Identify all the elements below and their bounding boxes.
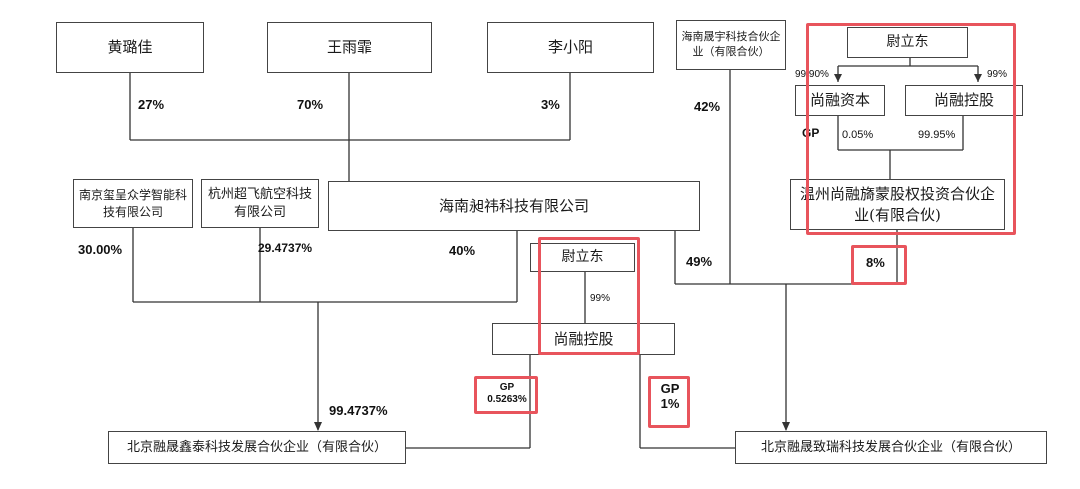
pct-hangzhou: 29.4737% [258, 241, 313, 255]
pct-huang: 27% [138, 97, 165, 112]
pct-holding-wenzhou: 99.95% [918, 129, 956, 141]
pct-capital-wenzhou: 0.05% [842, 129, 874, 141]
entity-hainan-yiwei: 海南昶祎科技有限公司 [328, 181, 700, 231]
entity-nanjing: 南京玺呈众学智能科技有限公司 [73, 179, 193, 228]
entity-wenzhou-fund: 温州尚融旖蒙股权投资合伙企业(有限合伙) [790, 179, 1005, 230]
entity-wei-lidong-mid: 尉立东 [530, 243, 635, 272]
entity-shangrong-holding-mid: 尚融控股 [492, 323, 675, 355]
highlight-top-right-cluster [806, 23, 1016, 235]
pct-wenzhou-zhirui: 8% [866, 255, 885, 270]
pct-chensheng: 42% [694, 99, 721, 114]
entity-shangrong-holding-top: 尚融控股 [905, 85, 1023, 116]
entity-beijing-zhirui: 北京融晟致瑞科技发展合伙企业（有限合伙） [735, 431, 1047, 464]
entity-wei-lidong-top: 尉立东 [847, 27, 968, 58]
gp-xintai-gp: GP [499, 382, 515, 393]
entity-hangzhou: 杭州超飞航空科技有限公司 [201, 179, 319, 228]
pct-yiwei-zhirui: 49% [686, 254, 713, 269]
gp-xintai-value: 0.5263% [487, 393, 527, 405]
pct-wei-mid-holding: 99% [590, 293, 611, 304]
highlight-gp-xintai [474, 376, 538, 414]
pct-xintai-total: 99.4737% [329, 403, 388, 418]
gp-xintai-label: GP 0.5263% [478, 382, 536, 405]
highlight-gp-zhirui [648, 376, 690, 428]
entity-li-xiaoyang: 李小阳 [487, 22, 654, 73]
gp-zhirui-label: GP 1% [653, 381, 687, 412]
gp-zhirui-gp: GP [660, 381, 680, 396]
entity-hainan-chensheng: 海南晟宇科技合伙企业（有限合伙） [676, 20, 786, 70]
pct-li: 3% [541, 97, 560, 112]
entity-huang-lujia: 黄璐佳 [56, 22, 204, 73]
pct-nanjing: 30.00% [78, 242, 123, 257]
pct-yiwei-xintai: 40% [449, 243, 476, 258]
entity-shangrong-capital: 尚融资本 [795, 85, 885, 116]
highlight-wenzhou-pct [851, 245, 907, 285]
entity-wang-yufei: 王雨霏 [267, 22, 432, 73]
gp-zhirui-value: 1% [660, 395, 680, 411]
pct-wang: 70% [297, 97, 324, 112]
pct-wei-capital: 99.90% [795, 69, 829, 80]
arrowheads [314, 74, 982, 431]
pct-wei-holding: 99% [987, 69, 1008, 80]
highlight-middle-cluster [538, 237, 640, 355]
entity-beijing-xintai: 北京融晟鑫泰科技发展合伙企业（有限合伙） [108, 431, 406, 464]
